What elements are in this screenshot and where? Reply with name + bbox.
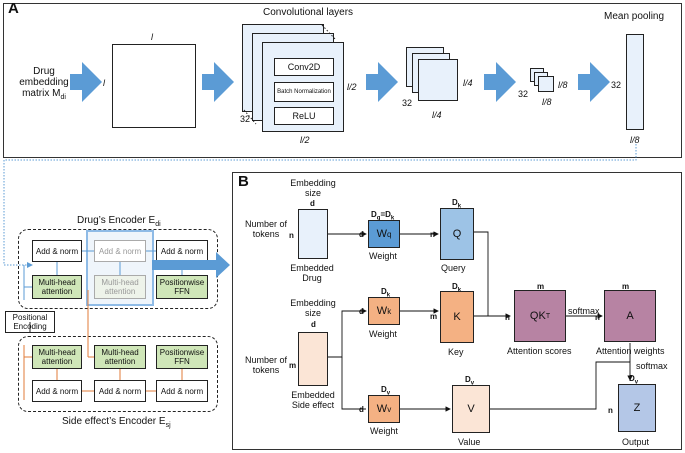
side-dim-m: m: [289, 361, 297, 370]
batchnorm-block: Batch Normalization: [274, 82, 334, 102]
panel-b: [232, 172, 682, 450]
dim-l8-bottom: l/8: [542, 97, 552, 107]
q-matrix: Q: [440, 208, 474, 260]
wv-dim-d: d: [359, 405, 364, 414]
key-label: Key: [448, 347, 464, 357]
output-label: Output: [622, 437, 650, 447]
dim-32-conv: 32: [240, 114, 251, 124]
input-label-line2: embedding: [19, 77, 69, 88]
k-dk-label: Dk: [452, 282, 461, 294]
dim-l2-right: l/2: [347, 82, 357, 92]
a-dim-m: m: [622, 282, 630, 291]
qkt-dim-m: m: [537, 282, 545, 291]
dim-l2-bottom: l/2: [300, 135, 310, 145]
panel-a-arrows: [70, 62, 610, 102]
wq-weight-label: Weight: [369, 251, 397, 261]
wq-dim-d: d: [359, 230, 364, 239]
side-add-norm-3: Add & norm: [156, 380, 208, 402]
q-dk-label: Dk: [452, 198, 462, 210]
dim-l8-mean: l/8: [630, 135, 640, 145]
dim-32-l8: 32: [518, 89, 529, 99]
v-matrix: V: [452, 385, 490, 433]
mean-pool-vector: [626, 34, 644, 130]
drug-encoder-title: Drug’s Encoder Edi: [77, 215, 161, 229]
drug-mha-2: Multi-head attention: [94, 275, 146, 299]
drug-add-norm-2: Add & norm: [94, 240, 146, 262]
panel-a-letter: A: [8, 0, 19, 17]
z-matrix: Z: [618, 384, 656, 432]
side-mha-1: Multi-head attention: [32, 345, 82, 369]
wk-weight-label: Weight: [369, 329, 397, 339]
embedded-side-label: Embedded Side effect: [291, 390, 335, 410]
embedded-drug-label: Embedded Drug: [290, 263, 334, 283]
panel-b-letter: B: [238, 173, 249, 190]
query-label: Query: [441, 263, 466, 273]
side-mha-2: Multi-head attention: [94, 345, 146, 369]
dim-32-mean: 32: [611, 80, 622, 90]
side-dim-d: d: [311, 320, 316, 329]
wv-dv-label: Dv: [381, 385, 391, 397]
dq-dk-label: Dq=Dk: [371, 210, 395, 222]
wk-dim-d: d: [359, 307, 364, 316]
drug-dim-d: d: [310, 199, 315, 208]
q-dim-n: n: [430, 230, 435, 239]
conv-layers-title: Convolutional layers: [263, 7, 354, 18]
input-label-line1: Drug: [33, 66, 55, 77]
emb-size-side: Embedding size: [290, 298, 336, 318]
dim-32-l4: 32: [402, 98, 413, 108]
a-matrix: A: [604, 290, 656, 342]
embedded-side-matrix: [298, 332, 328, 386]
drug-add-norm-1: Add & norm: [32, 240, 82, 262]
pool-layer-front: [418, 59, 458, 101]
side-add-norm-2: Add & norm: [94, 380, 146, 402]
k-dim-m: m: [430, 312, 438, 321]
dim-l4-right: l/4: [463, 78, 473, 88]
input-label: Drug embedding matrix Mdi: [18, 66, 70, 103]
relu-block: ReLU: [274, 107, 334, 125]
emb-size-drug: Embedding size: [290, 178, 336, 198]
drug-mha-1: Multi-head attention: [32, 275, 82, 299]
side-encoder-title: Side effect’s Encoder Esj: [62, 416, 171, 430]
side-add-norm-1: Add & norm: [32, 380, 82, 402]
dim-l-top: l: [151, 32, 153, 42]
mean-pooling-title: Mean pooling: [604, 11, 665, 22]
drug-ffn: Positionwise FFN: [156, 275, 208, 299]
z-dim-n: n: [608, 406, 613, 415]
wv-weight-label: Weight: [370, 426, 398, 436]
a-dim-n: n: [595, 313, 600, 322]
num-tokens-drug: Number of tokens: [244, 219, 288, 239]
side-ffn: Positionwise FFN: [156, 345, 208, 369]
l8-layer-front: [538, 76, 554, 92]
wk-dk-label: Dk: [381, 287, 391, 299]
num-tokens-side: Number of tokens: [244, 355, 288, 375]
k-matrix: K: [440, 291, 474, 343]
conv2d-block: Conv2D: [274, 58, 334, 76]
value-label: Value: [458, 437, 481, 447]
drug-dim-n: n: [289, 231, 294, 240]
softmax-label-2: softmax: [636, 361, 668, 371]
input-matrix: [112, 44, 196, 128]
dim-l8-right: l/8: [558, 80, 568, 90]
embedded-drug-matrix: [298, 209, 328, 259]
dim-l4-bottom: l/4: [432, 110, 442, 120]
dim-l-left: l: [103, 78, 105, 88]
panel-a: [3, 3, 682, 158]
side-encoder-box: [18, 336, 218, 412]
softmax-label-1: softmax: [568, 306, 600, 316]
attention-scores-label: Attention scores: [507, 346, 572, 356]
input-label-line3: matrix Mdi: [22, 88, 66, 101]
v-dv-label: Dv: [465, 375, 475, 387]
